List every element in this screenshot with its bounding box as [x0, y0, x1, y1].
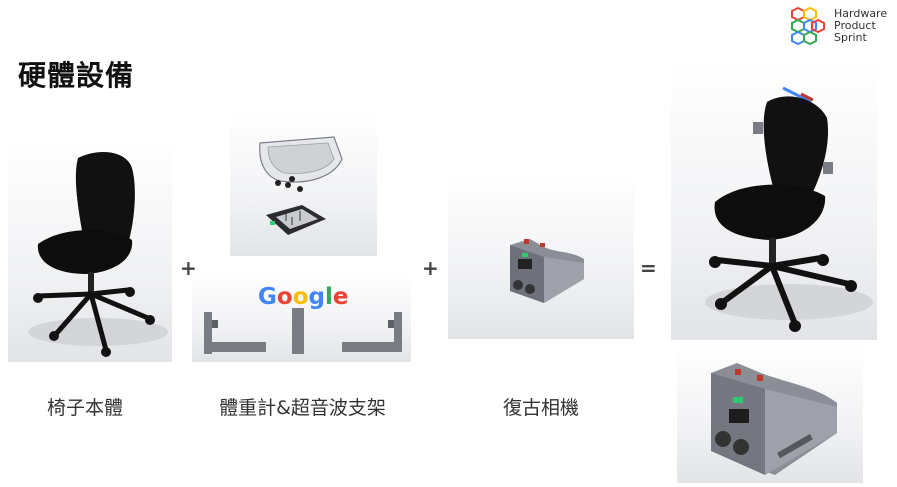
google-sign: Google — [258, 284, 348, 310]
ultrasonic-mount-render: Google — [192, 272, 411, 362]
brand-line-3: Sprint — [834, 31, 867, 44]
brand-line-2: Product — [834, 19, 876, 32]
retro-camera-image — [510, 239, 584, 303]
camera-closeup-render — [677, 343, 863, 483]
google-letter: l — [324, 284, 333, 310]
google-letter: o — [292, 284, 309, 310]
caption-retro-camera: 復古相機 — [502, 397, 579, 419]
brand-line-1: Hardware — [834, 7, 888, 20]
slide-title: 硬體設備 — [18, 59, 135, 92]
scale-render — [230, 113, 377, 256]
scale-exploded-image — [259, 136, 343, 235]
office-chair-image — [28, 152, 168, 357]
caption-scale-mount: 體重計&超音波支架 — [219, 397, 386, 419]
hexagon-cluster-icon — [791, 6, 825, 46]
assembled-chair-image — [705, 86, 873, 332]
google-letter: g — [308, 284, 325, 310]
plus-operator-2: + — [422, 256, 439, 280]
bracket-parts-image — [204, 308, 402, 354]
google-letter: e — [332, 284, 349, 310]
caption-chair-body: 椅子本體 — [46, 397, 123, 419]
camera-closeup-image — [711, 363, 837, 475]
equals-operator: = — [640, 256, 657, 280]
chair-body-render — [8, 140, 172, 362]
google-letter: G — [258, 284, 277, 310]
brand-logo: Hardware Product Sprint — [788, 4, 892, 48]
camera-render — [448, 173, 634, 339]
assembled-chair-render — [671, 62, 877, 340]
google-letter: o — [276, 284, 293, 310]
